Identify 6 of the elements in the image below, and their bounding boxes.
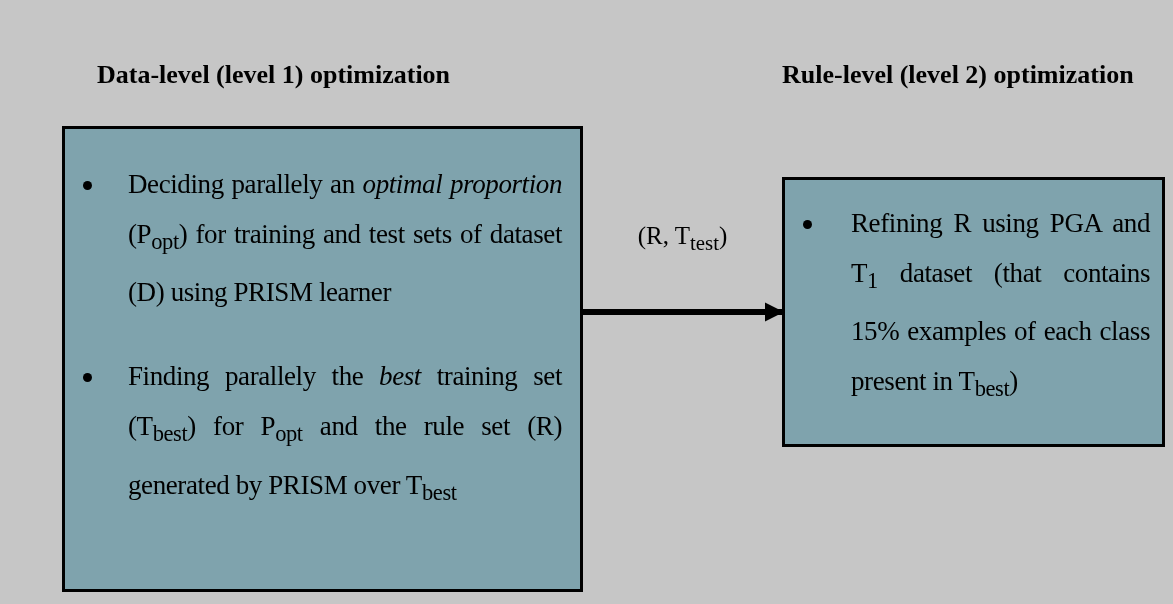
bullet-text: Finding parallely the best training set (T$_{best}$) for P$_{opt}$ and the rule set (R) generated by PRISM over T$_{best}$ [128, 360, 562, 508]
heading: Rule-level (level 2) optimization [782, 60, 1135, 91]
heading: Data-level (level 1) optimization [96, 60, 452, 91]
bullet-text: Deciding parallely an optimal proportion (P$_{opt}$) for training and test sets of dataset (D) using PRISM learner [128, 168, 562, 310]
bullet-text: Refining R using PGA and T$_{1}$ dataset (that contains 15% examples of each class present in T$_{best}$) [851, 207, 1150, 404]
arrow [583, 302, 784, 322]
